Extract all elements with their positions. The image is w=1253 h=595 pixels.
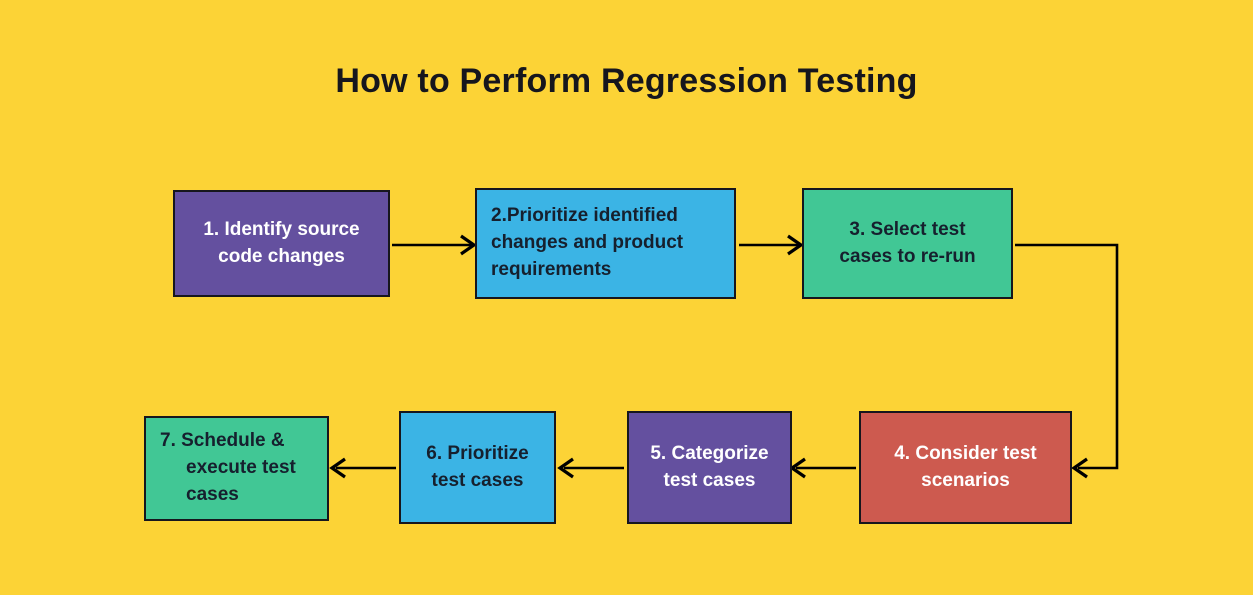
flow-node-step-6-label: 6. Prioritize test cases — [426, 442, 529, 491]
flow-node-step-2[interactable]: 2.Prioritize identified changes and prod… — [475, 188, 736, 299]
flow-node-step-3-label: 3. Select test cases to re-run — [839, 218, 976, 267]
flow-node-step-5[interactable]: 5. Categorize test cases — [627, 411, 792, 524]
arrow-5-to-6 — [557, 457, 624, 479]
flow-node-step-1[interactable]: 1. Identify source code changes — [173, 190, 390, 297]
arrow-6-to-7 — [329, 457, 396, 479]
flow-node-step-7-label: 7. Schedule & execute test cases — [160, 430, 296, 505]
flow-node-step-1-label: 1. Identify source code changes — [203, 218, 360, 267]
flow-node-step-5-label: 5. Categorize test cases — [650, 442, 769, 491]
flow-node-step-2-label: 2.Prioritize identified changes and prod… — [491, 205, 684, 280]
flow-node-step-4[interactable]: 4. Consider test scenarios — [859, 411, 1072, 524]
flow-node-step-4-label: 4. Consider test scenarios — [894, 442, 1037, 491]
arrow-1-to-2 — [392, 234, 477, 256]
flow-node-step-7[interactable]: 7. Schedule & execute test cases — [144, 416, 329, 521]
flow-node-step-3[interactable]: 3. Select test cases to re-run — [802, 188, 1013, 299]
diagram-title: How to Perform Regression Testing — [335, 62, 918, 100]
flow-node-step-6[interactable]: 6. Prioritize test cases — [399, 411, 556, 524]
arrow-2-to-3 — [739, 234, 804, 256]
arrow-4-to-5 — [789, 457, 856, 479]
